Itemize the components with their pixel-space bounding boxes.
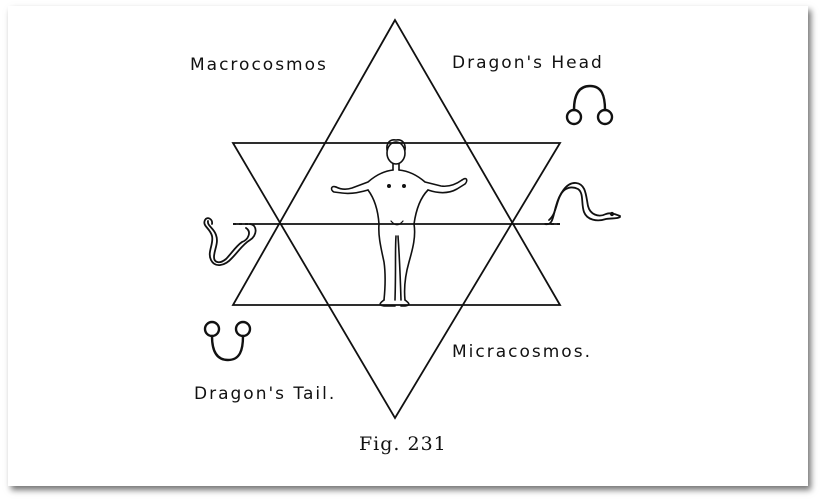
macrocosmos-label: Macrocosmos [190,55,328,75]
left-serpent-icon [203,217,257,266]
dragons-head-symbol [565,84,614,126]
dragons-tail-symbol [203,320,252,362]
figure-caption: Fig. 231 [359,433,447,455]
dragons-tail-label: Dragon's Tail. [194,384,336,404]
upward-triangle [231,18,562,306]
downward-triangle [231,142,562,420]
human-figure [330,139,468,307]
microcosmos-label: Micracosmos. [452,342,592,362]
right-serpent-icon [544,182,621,226]
dragons-head-label: Dragon's Head [452,53,604,73]
figure-frame [8,6,808,486]
